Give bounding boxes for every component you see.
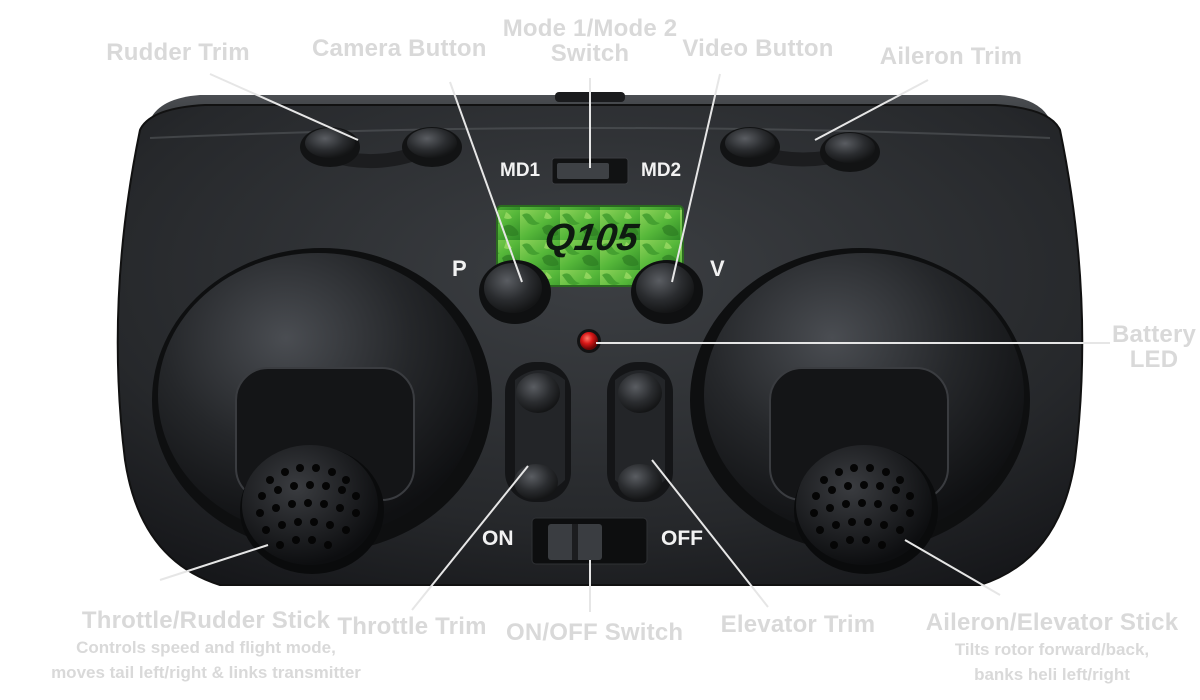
leader-rudder-trim: [209, 73, 359, 141]
callout-battery-led: Battery LED: [1108, 321, 1200, 374]
leader-throttle-trim: [411, 465, 529, 611]
callout-camera-button: Camera Button: [312, 35, 487, 62]
aileron-elevator-stick-title: Aileron/Elevator Stick: [925, 609, 1179, 636]
battery-led-title-line1: Battery: [1111, 321, 1197, 348]
leader-aileron-trim: [814, 79, 929, 141]
rudder-trim-buttons[interactable]: [300, 127, 462, 169]
aileron-elevator-stick-desc-line2: banks heli left/right: [974, 665, 1130, 685]
md2-label: MD2: [641, 160, 681, 181]
left-stick-grip-holes: [256, 464, 360, 549]
callout-aileron-elevator-stick: Aileron/Elevator Stick Tilts rotor forwa…: [922, 610, 1182, 686]
onoff-switch[interactable]: [531, 517, 648, 565]
brand-logo-text: Q105: [542, 216, 642, 259]
p-label: P: [452, 256, 467, 281]
right-stick-grip-holes: [810, 464, 914, 549]
mode-switch-title-line2: Switch: [550, 40, 630, 68]
battery-led-title-line2: LED: [1129, 346, 1179, 374]
elevator-trim-title: Elevator Trim: [720, 611, 876, 638]
battery-led: [577, 329, 601, 353]
callout-throttle-trim: Throttle Trim: [336, 614, 488, 639]
v-label: V: [710, 256, 725, 281]
mode-switch[interactable]: [551, 157, 629, 185]
callout-mode-switch: Mode 1/Mode 2 Switch: [500, 15, 680, 68]
onoff-switch-title: ON/OFF Switch: [506, 619, 684, 646]
throttle-rudder-stick-desc-line2: moves tail left/right & links transmitte…: [51, 663, 361, 683]
callout-elevator-trim: Elevator Trim: [716, 612, 880, 637]
throttle-rudder-stick-title: Throttle/Rudder Stick: [81, 607, 331, 634]
throttle-trim-title: Throttle Trim: [337, 613, 487, 640]
callout-throttle-rudder-stick: Throttle/Rudder Stick Controls speed and…: [28, 608, 384, 684]
aileron-trim-buttons[interactable]: [720, 127, 880, 172]
throttle-rudder-stick[interactable]: [152, 248, 492, 574]
throttle-trim-rocker[interactable]: [505, 362, 571, 502]
leader-video-button: [671, 73, 721, 283]
aileron-elevator-stick-desc-line1: Tilts rotor forward/back,: [954, 640, 1150, 660]
callout-aileron-trim: Aileron Trim: [870, 44, 1032, 69]
leader-throttle-rudder-stick: [159, 544, 269, 581]
leader-elevator-trim: [651, 459, 769, 608]
elevator-trim-rocker[interactable]: [607, 362, 673, 502]
callout-video-button: Video Button: [682, 36, 834, 61]
video-button-title: Video Button: [682, 35, 834, 62]
callout-onoff-switch: ON/OFF Switch: [506, 619, 684, 646]
mode-switch-title-line1: Mode 1/Mode 2: [502, 15, 678, 42]
q105-logo-plate: Q105: [496, 205, 684, 287]
aileron-elevator-stick[interactable]: [690, 248, 1030, 574]
rudder-trim-title: Rudder Trim: [106, 39, 250, 66]
aileron-trim-title: Aileron Trim: [879, 43, 1023, 70]
camera-button-title: Camera Button: [312, 35, 487, 62]
off-label: OFF: [661, 527, 703, 550]
leader-lines: [159, 73, 1110, 612]
callout-rudder-trim: Rudder Trim: [98, 40, 258, 65]
leader-aileron-elevator-stick: [904, 539, 1001, 596]
leader-camera-button: [449, 81, 523, 283]
throttle-rudder-stick-desc-line1: Controls speed and flight mode,: [76, 638, 336, 658]
on-label: ON: [482, 527, 514, 550]
video-button[interactable]: [631, 260, 703, 324]
md1-label: MD1: [500, 160, 541, 181]
camera-button[interactable]: [479, 260, 551, 324]
